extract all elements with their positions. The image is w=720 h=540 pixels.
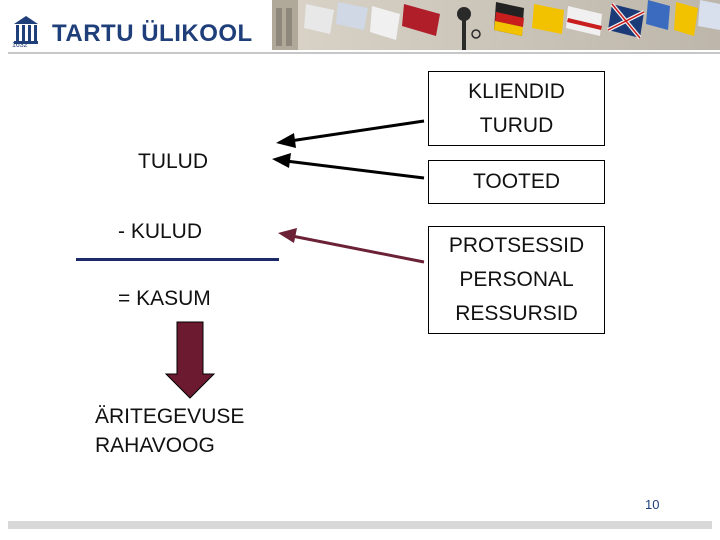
costs-label: - KULUD bbox=[118, 220, 203, 243]
box-bot-line2: PERSONAL bbox=[459, 268, 574, 291]
box-bot-line3: RESSURSID bbox=[455, 302, 578, 325]
box-mid-line1: TOOTED bbox=[472, 170, 561, 193]
income-label: TULUD bbox=[138, 150, 209, 173]
arrow-customers-to-income bbox=[276, 119, 425, 148]
box-bot-line1: PROTSESSID bbox=[448, 234, 585, 257]
header-divider bbox=[8, 52, 720, 54]
sum-divider-line bbox=[76, 258, 279, 261]
box-top-line1: KLIENDID bbox=[468, 79, 565, 103]
cash-flow-line1: ÄRITEGEVUSE bbox=[95, 405, 245, 428]
brand-name: TARTU ÜLIKOOL bbox=[52, 20, 253, 47]
box-products: TOOTED bbox=[428, 160, 605, 204]
arrow-products-to-income bbox=[272, 153, 425, 180]
box-top-line2: TURUD bbox=[479, 113, 554, 137]
flag-group bbox=[304, 0, 720, 50]
page-number: 10 bbox=[645, 497, 660, 512]
footer-bar bbox=[8, 521, 712, 529]
operating-cash-flow-label: ÄRITEGEVUSE RAHAVOOG bbox=[95, 402, 244, 460]
box-customers-markets: KLIENDID TURUD bbox=[428, 71, 605, 146]
university-logo: 1632 TARTU ÜLIKOOL bbox=[8, 10, 270, 52]
arrow-processes-to-costs bbox=[278, 228, 425, 264]
header-photo-flags bbox=[272, 0, 720, 50]
brand-year: 1632 bbox=[12, 42, 28, 49]
slide-header: 1632 TARTU ÜLIKOOL bbox=[0, 0, 720, 56]
profit-label: = KASUM bbox=[118, 287, 211, 310]
down-arrow-icon bbox=[164, 321, 216, 399]
university-crest-icon bbox=[14, 16, 38, 44]
cash-flow-line2: RAHAVOOG bbox=[95, 434, 215, 457]
box-processes-personnel-resources: PROTSESSID PERSONAL RESSURSID bbox=[428, 226, 605, 334]
